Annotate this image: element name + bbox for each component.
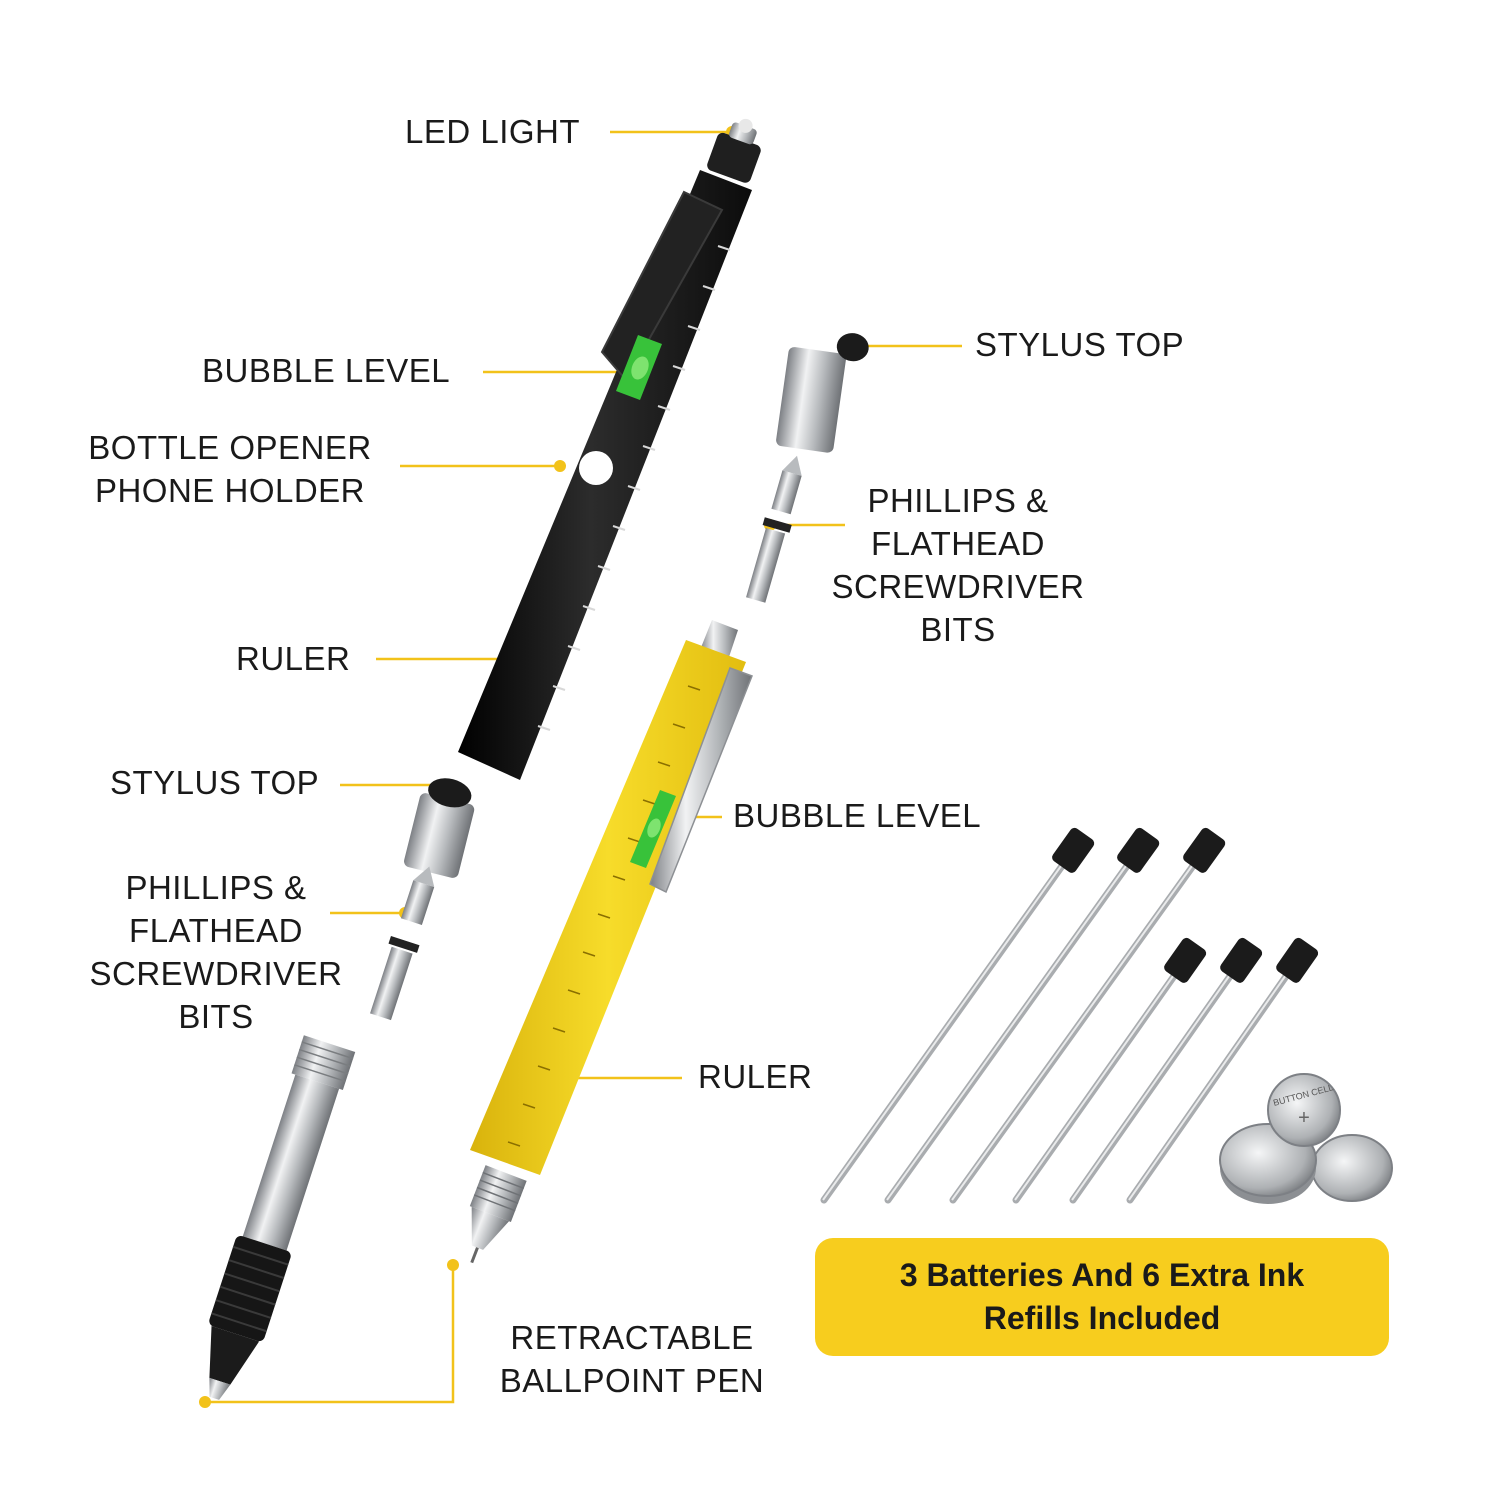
- label-led-light: LED LIGHT: [405, 113, 581, 150]
- plus-icon: +: [1298, 1107, 1310, 1129]
- label-stylus-top-black: STYLUS TOP: [110, 764, 320, 801]
- ink-refill: [1069, 937, 1263, 1204]
- ink-refill: [1126, 937, 1319, 1204]
- batteries: BUTTON CELL +: [1219, 1073, 1393, 1204]
- ink-refill: [820, 827, 1095, 1204]
- label-stylus-top-yellow: STYLUS TOP: [975, 326, 1185, 363]
- ink-refill: [884, 827, 1160, 1204]
- label-ruler-yellow: RULER: [698, 1058, 813, 1095]
- yellow-pen: [469, 333, 869, 1264]
- label-bubble-level-yellow: BUBBLE LEVEL: [733, 797, 982, 834]
- label-ballpoint: RETRACTABLE BALLPOINT PEN: [499, 1319, 765, 1399]
- label-bits-yellow: PHILLIPS & FLATHEAD SCREWDRIVER BITS: [831, 482, 1085, 648]
- label-ruler-black: RULER: [236, 640, 351, 677]
- included-banner: 3 Batteries And 6 Extra Ink Refills Incl…: [815, 1238, 1389, 1356]
- ink-refill: [1012, 937, 1207, 1204]
- black-pen: [209, 118, 761, 1400]
- label-bits-black: PHILLIPS & FLATHEAD SCREWDRIVER BITS: [89, 869, 343, 1035]
- label-bottle-opener: BOTTLE OPENER PHONE HOLDER: [88, 429, 372, 509]
- leader-lines: [205, 130, 962, 1404]
- ink-refill: [949, 827, 1226, 1204]
- banner-line-2: Refills Included: [983, 1300, 1221, 1336]
- label-bubble-level-black: BUBBLE LEVEL: [202, 352, 451, 389]
- ink-refills: [820, 827, 1319, 1204]
- banner-line-1: 3 Batteries And 6 Extra Ink: [899, 1257, 1305, 1293]
